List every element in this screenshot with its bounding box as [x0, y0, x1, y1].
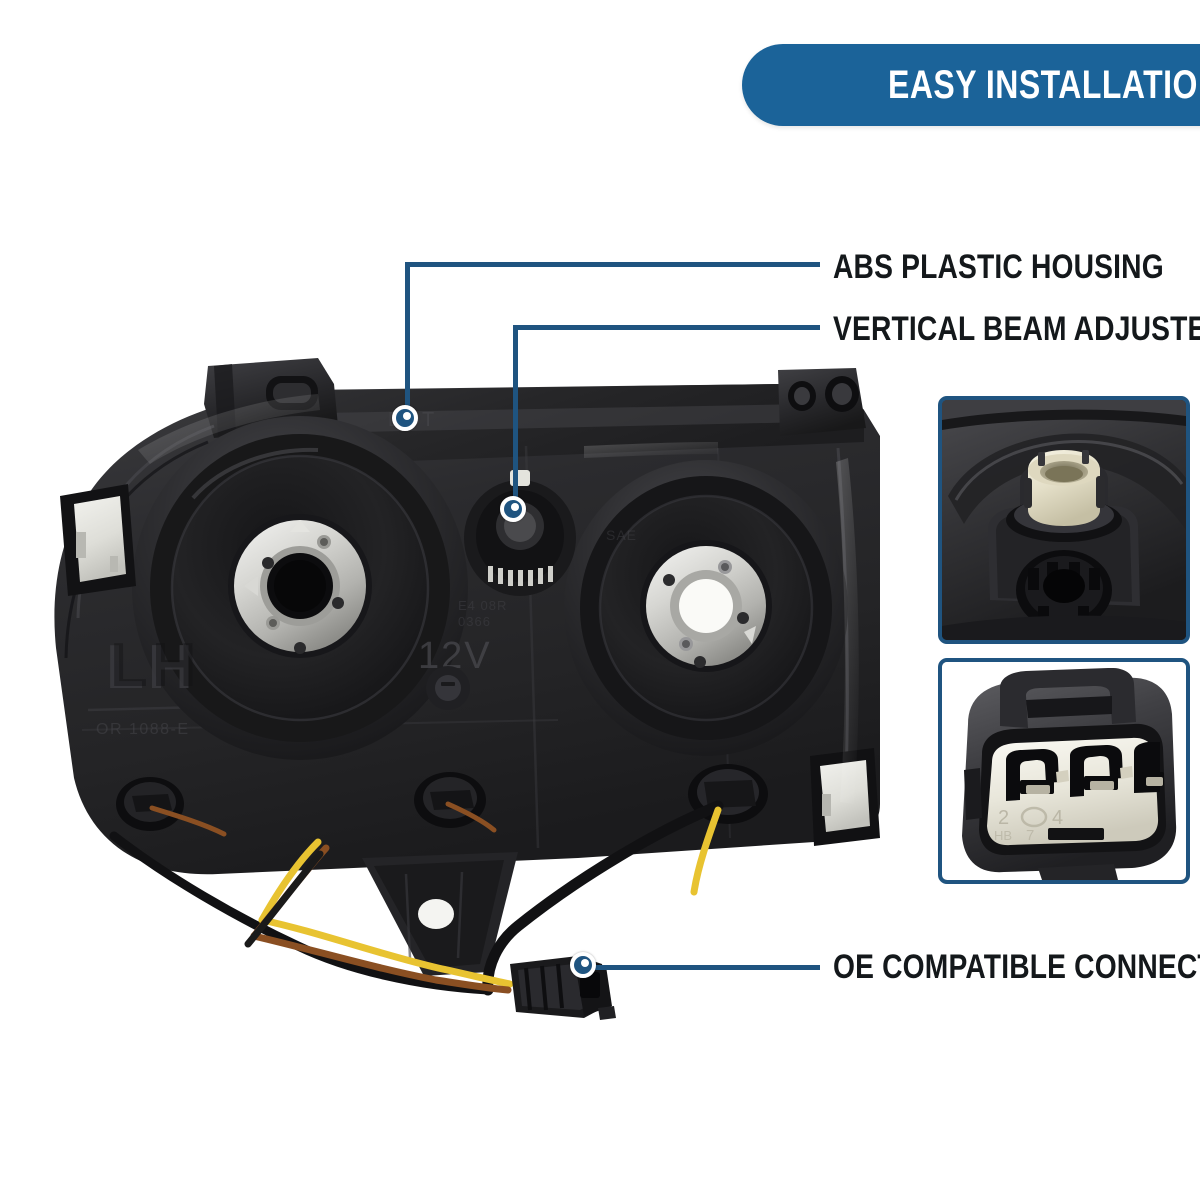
callout-dot-icon-abs-plastic-housing — [392, 405, 418, 431]
callout-dot-icon-oe-compatible-connector — [570, 952, 596, 978]
callout-label-oe-compatible-connector: OE COMPATIBLE CONNECTOR — [833, 948, 1200, 986]
vertical-beam-adjuster — [464, 470, 576, 596]
svg-text:SAE: SAE — [606, 527, 637, 543]
terminal-cavities — [1006, 742, 1164, 801]
callout-label-abs-plastic-housing: ABS PLASTIC HOUSING — [833, 248, 1164, 286]
callout-dot-icon-vertical-beam-adjuster — [500, 496, 526, 522]
svg-text:0366: 0366 — [458, 614, 491, 629]
banner-title: EASY INSTALLATION — [888, 62, 1200, 107]
right-reflector-bowl — [564, 460, 848, 756]
mold-marking: OR 1088-E — [96, 721, 190, 738]
right-bulb-socket — [640, 540, 772, 672]
leader-line-oec-horizontal — [583, 965, 820, 970]
svg-text:E4 08R: E4 08R — [458, 598, 507, 613]
inset-oe-connector-closeup: 2 4 HB 7 — [938, 658, 1190, 884]
svg-text:7: 7 — [1026, 827, 1034, 844]
leader-line-abs-horizontal — [405, 262, 820, 267]
mounting-tab-right — [778, 368, 866, 436]
surface-highlights — [138, 394, 859, 804]
wiring-harness — [109, 800, 724, 996]
inset-vertical-beam-adjuster-closeup — [938, 396, 1190, 644]
headlight-product-image: DOT — [18, 318, 928, 1038]
easy-installation-banner: EASY INSTALLATION — [742, 44, 1200, 126]
svg-text:LH: LH — [110, 631, 201, 700]
leader-line-vba-horizontal — [513, 325, 820, 330]
left-reflector-bowl: DOT — [132, 409, 468, 760]
leader-line-vba-vertical — [513, 325, 518, 510]
connector-emboss: 2 — [998, 807, 1009, 829]
svg-text:4: 4 — [1052, 807, 1063, 829]
housing-markings: LH LH OR 1088-E 12V E4 08R 0366 SAE — [96, 527, 637, 738]
svg-text:HB: HB — [994, 828, 1012, 843]
leader-line-abs-vertical — [405, 262, 410, 420]
left-bulb-socket — [228, 514, 372, 658]
callout-label-vertical-beam-adjuster: VERTICAL BEAM ADJUSTER — [833, 310, 1200, 348]
lh-marking: LH — [106, 633, 197, 702]
clip-left — [60, 484, 136, 596]
lower-bracket — [362, 852, 518, 976]
